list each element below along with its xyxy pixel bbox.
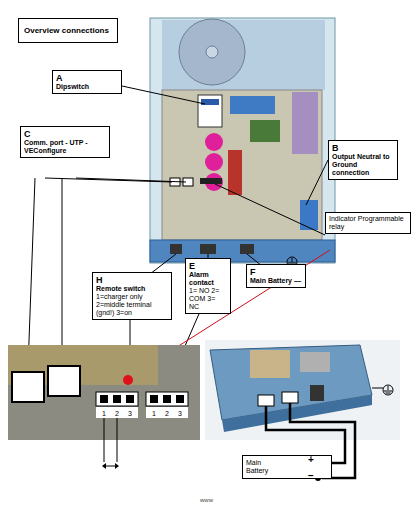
comm-port [12,372,44,402]
callout-letter: Remote switch [96,285,168,293]
leader-line [62,178,63,362]
transformer [292,92,318,154]
battery-terminal [258,395,274,406]
node-text: Main Battery [246,459,281,475]
callout-letter: Output Neutral to Ground connection [332,153,394,177]
wire [104,418,105,462]
terminal-screw [100,395,108,403]
device-enclosure [150,18,335,263]
terminal-screw [113,395,121,403]
terminal-number: 3 [128,410,132,418]
indicator-header [200,178,222,184]
callout-letter: Comm. port - UTP - VEConfigure [24,139,106,155]
callout-letter: Alarm contact [189,271,227,287]
component [300,352,330,372]
callout-letter: C [24,129,106,139]
terminal-number: 2 [165,410,169,418]
watermark: www [200,496,213,504]
ground-line [384,391,392,392]
indicator-led [123,375,133,385]
relay [228,150,242,195]
terminal-block [96,392,138,406]
callout-letter: E [189,261,227,271]
battery-box: Main Battery [242,455,332,479]
terminal-screw [176,395,184,403]
callout-box: CComm. port - UTP - VEConfigure [20,126,110,158]
callout-letter: B [332,143,394,153]
fan-hub [206,46,218,58]
terminal [170,244,182,254]
ground-line [386,393,391,394]
title-box: Overview connections [18,18,118,43]
terminal-block [146,392,188,406]
callout-box: BOutput Neutral to Ground connection [328,140,398,180]
terminal-screw [126,395,134,403]
terminal-number-strip [96,407,138,418]
terminal-number-strip [146,407,188,418]
capacitor [205,133,223,151]
ground-link [300,200,318,230]
wire [117,418,118,462]
ground-circle [383,385,393,395]
leader-line [122,86,205,104]
dipswitch [198,95,222,127]
callout-letter: A [56,73,118,83]
leader-line [306,160,328,205]
ground-symbol [383,385,393,395]
battery-terminal [282,392,298,403]
leader-line [76,178,186,182]
node-text: 1= NO 2= COM 3= NC [189,287,227,311]
terminal-number: 1 [102,410,106,418]
arrow-head [102,463,106,469]
fan [179,19,245,85]
wire [372,388,383,389]
callout-letter: H [96,275,168,285]
terminal-number: 2 [115,410,119,418]
node-text: Indicator Programmable relay [329,215,407,231]
terminal-number: 3 [178,410,182,418]
callout-box: FMain Battery — [246,264,306,288]
fan-panel [162,20,325,90]
component [250,120,280,142]
terminal [200,244,216,254]
component [250,350,290,378]
device-base [150,240,335,262]
ground-line [292,258,293,262]
terminal-number: 1 [152,410,156,418]
polarity-sign: + [308,456,314,464]
photo-panel [205,340,400,440]
polarity-sign: − [308,472,314,480]
leader-line [45,178,172,182]
terminal-screw [150,395,158,403]
node-text: 1=charger only 2=middle terminal (gnd!) … [96,293,168,317]
terminal [240,244,254,254]
leader-line [150,254,176,274]
terminal [310,385,324,401]
callout-box: EAlarm contact1= NO 2= COM 3= NC [185,258,231,314]
note-box: Indicator Programmable relay [325,212,411,234]
callout-box: HRemote switch1=charger only 2=middle te… [92,272,172,320]
callout-box: ADipswitch [52,70,122,94]
capacitor [205,153,223,171]
callout-letter: F [250,267,302,277]
comm-port [48,366,80,396]
leader-line [28,178,35,368]
callout-letter: Main Battery — [250,277,302,285]
circuit-board [162,90,322,240]
arrow-head [115,463,119,469]
callout-letter: Dipswitch [56,83,118,91]
ground-line [388,386,389,390]
leader-line [215,184,325,235]
terminal-screw [163,395,171,403]
connector-block [230,96,275,114]
